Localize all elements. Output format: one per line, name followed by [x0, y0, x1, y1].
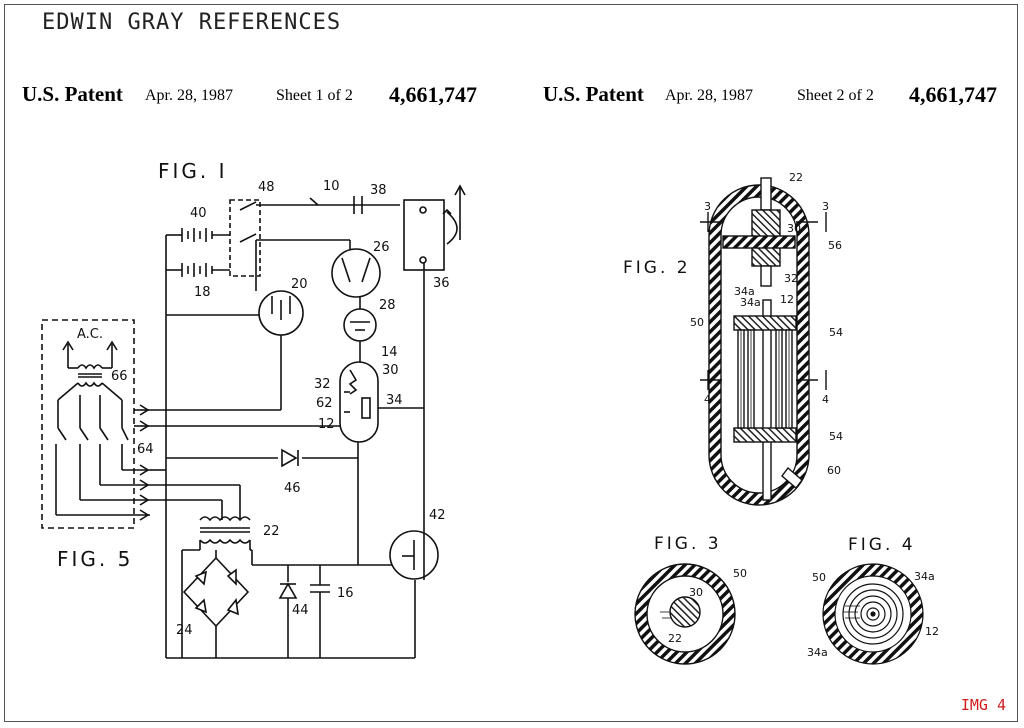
fig1-circuit — [41, 184, 466, 659]
page-frame — [4, 4, 1018, 722]
ref-24: 24 — [176, 623, 193, 638]
ref-10: 10 — [323, 179, 340, 194]
ref-30-fig3: 30 — [689, 586, 703, 599]
fig4-section — [822, 563, 924, 665]
ref-20: 20 — [291, 277, 308, 292]
ref-42: 42 — [429, 508, 446, 523]
fig1-label: FIG. I — [158, 159, 228, 183]
ref-40: 40 — [190, 206, 207, 221]
ref-22-fig2: 22 — [789, 171, 803, 184]
ref-3-right: 3 — [822, 200, 829, 213]
fig4-label: FIG. 4 — [848, 535, 916, 555]
fig3-label: FIG. 3 — [654, 534, 722, 554]
sheet2-patent-label: U.S. Patent — [543, 82, 644, 106]
sheet1-patent-number: 4,661,747 — [389, 82, 477, 107]
ref-50-fig4: 50 — [812, 571, 826, 584]
ref-26: 26 — [373, 240, 390, 255]
ref-14: 14 — [381, 345, 398, 360]
ref-56: 56 — [828, 239, 842, 252]
ref-38: 38 — [370, 183, 387, 198]
ref-30: 30 — [382, 363, 399, 378]
ref-44: 44 — [292, 603, 309, 618]
sheet2-patent-number: 4,661,747 — [909, 82, 997, 107]
fig5-ac-box — [41, 319, 135, 529]
ref-34a-fig4-b: 34a — [807, 646, 828, 659]
ref-12-fig4: 12 — [925, 625, 939, 638]
ref-46: 46 — [284, 481, 301, 496]
ref-12: 12 — [318, 417, 335, 432]
fig5-label: FIG. 5 — [57, 547, 133, 571]
ref-32: 32 — [314, 377, 331, 392]
ref-60: 60 — [827, 464, 841, 477]
ref-66: 66 — [111, 369, 128, 384]
ref-62: 62 — [316, 396, 333, 411]
fig2-label: FIG. 2 — [623, 258, 691, 278]
ref-34a-fig4-a: 34a — [914, 570, 935, 583]
ac-label: A.C. — [77, 327, 103, 342]
ref-22-fig3: 22 — [668, 632, 682, 645]
ref-54-top: 54 — [829, 326, 843, 339]
ref-34a-fig2-a: 34a — [734, 285, 755, 298]
ref-34: 34 — [386, 393, 403, 408]
ref-16: 16 — [337, 586, 354, 601]
ref-64: 64 — [137, 442, 154, 457]
sheet2-sheet: Sheet 2 of 2 — [797, 87, 874, 104]
page-title: EDWIN GRAY REFERENCES — [42, 10, 342, 35]
ref-4-left: 4 — [704, 393, 711, 406]
ref-30-fig2: 30 — [787, 222, 801, 235]
ref-34a-fig2-b: 34a — [740, 296, 761, 309]
ref-36: 36 — [433, 276, 450, 291]
image-label: IMG 4 — [960, 696, 1006, 714]
sheet1-patent-label: U.S. Patent — [22, 82, 123, 106]
sheet1-date: Apr. 28, 1987 — [145, 87, 233, 104]
ref-28: 28 — [379, 298, 396, 313]
ref-18: 18 — [194, 285, 211, 300]
ref-22-fig1: 22 — [263, 524, 280, 539]
sheet1-sheet: Sheet 1 of 2 — [276, 87, 353, 104]
ref-32-fig2: 32 — [784, 272, 798, 285]
ref-54-bottom: 54 — [829, 430, 843, 443]
ref-50-fig3: 50 — [733, 567, 747, 580]
fig2-capsule — [700, 177, 827, 506]
sheet2-date: Apr. 28, 1987 — [665, 87, 753, 104]
ref-12-fig2: 12 — [780, 293, 794, 306]
ref-3-left: 3 — [704, 200, 711, 213]
ref-48: 48 — [258, 180, 275, 195]
ref-4-right: 4 — [822, 393, 829, 406]
ref-50-fig2: 50 — [690, 316, 704, 329]
fig3-section — [634, 563, 736, 665]
